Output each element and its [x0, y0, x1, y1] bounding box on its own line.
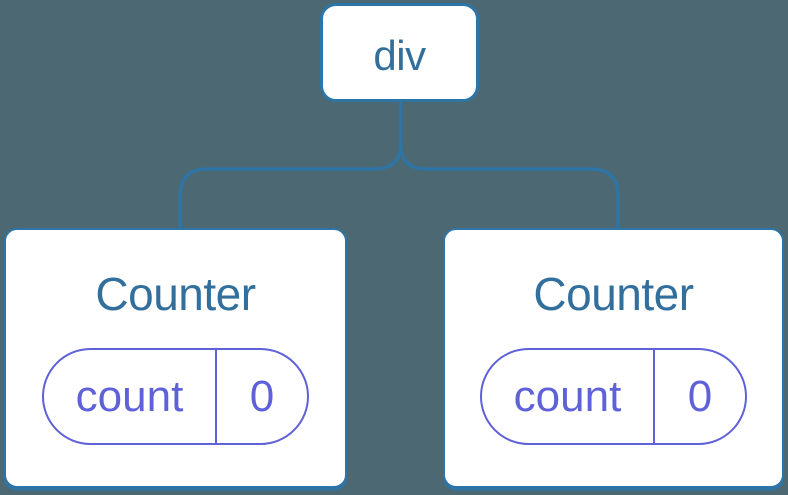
- state-key-label: count: [482, 350, 655, 443]
- connector-branch-right: [398, 100, 620, 229]
- state-pill: count 0: [42, 348, 309, 445]
- connector-branch-left: [178, 100, 403, 229]
- state-value-label: 0: [687, 371, 713, 421]
- counter-node-left: Counter count 0: [4, 228, 347, 488]
- counter-title: Counter: [533, 268, 694, 320]
- state-key-label: count: [44, 350, 217, 443]
- counter-node-right: Counter count 0: [443, 228, 784, 488]
- state-value-label: 0: [249, 371, 275, 421]
- root-node-div: div: [320, 3, 479, 102]
- counter-title: Counter: [95, 268, 256, 320]
- state-pill: count 0: [480, 348, 747, 445]
- root-node-label: div: [373, 31, 426, 79]
